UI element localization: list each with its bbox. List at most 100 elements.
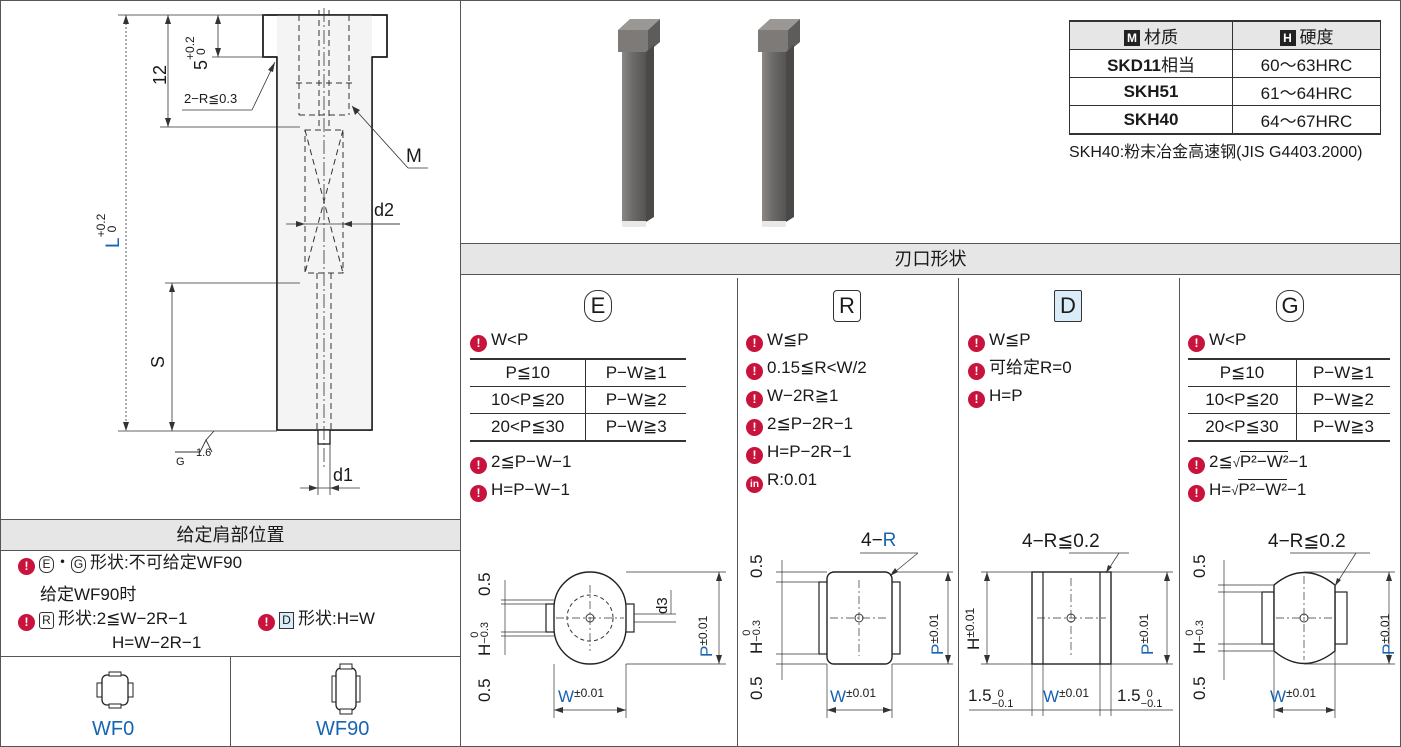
- label-d1: d1: [333, 465, 354, 485]
- shape-r-mini-badge: R: [39, 612, 54, 629]
- e-dim-05-top: 0.5: [475, 572, 494, 596]
- r-dim-05-top: 0.5: [747, 554, 766, 578]
- dim-l-tol-low: 0: [105, 225, 119, 233]
- material-suffix: 相当: [1160, 56, 1195, 75]
- shape-e-mini-badge: E: [39, 556, 54, 573]
- shape-g-cond-3: !H=√P²−W²−1: [1188, 479, 1306, 502]
- shape-r-cond-5: !H=P−2R−1: [746, 441, 852, 464]
- pin-drawing: [118, 8, 428, 495]
- alert-icon: !: [470, 485, 487, 502]
- chamfer-label: 2−R≦0.3: [184, 91, 238, 106]
- wf90-icon: [331, 663, 361, 715]
- cond-post: −1: [1287, 480, 1307, 499]
- corner-r: R: [882, 530, 897, 551]
- w-letter: W: [1270, 687, 1287, 706]
- d-dim-p: P±0.01: [1137, 614, 1158, 655]
- shape-d-cond-2: !可给定R=0: [968, 357, 1072, 380]
- e-dim-w: W±0.01: [558, 686, 604, 707]
- shape-r-cond-1: !W≦P: [746, 329, 809, 352]
- p-letter: P: [697, 645, 716, 657]
- h-tol: ±0.01: [963, 607, 977, 638]
- table-cell: P−W≧1: [585, 358, 686, 387]
- alert-icon: !: [746, 447, 763, 464]
- w-tol: ±0.01: [574, 686, 604, 700]
- h-letter: H: [1190, 641, 1209, 654]
- alert-icon: !: [18, 614, 35, 631]
- cond-text: H=P: [989, 386, 1023, 405]
- shape-d-badge: D: [1054, 290, 1082, 322]
- table-cell: P−W≧3: [585, 413, 686, 442]
- r-dim-05-bot: 0.5: [747, 676, 766, 700]
- shape-g-cond-1: !W<P: [1188, 329, 1246, 352]
- cond-post: −1: [1288, 452, 1308, 471]
- side-base: 1.5: [968, 686, 992, 705]
- cond-text: 2≦P−W−1: [491, 452, 572, 471]
- g-dim-05-top: 0.5: [1190, 554, 1209, 578]
- table-cell: P−W≧2: [585, 386, 686, 414]
- p-tol: ±0.01: [927, 613, 941, 644]
- product-photos: [618, 19, 800, 227]
- shape-r-cond-4: !2≦P−2R−1: [746, 413, 853, 436]
- shape-r-cond-2: !0.15≦R<W/2: [746, 357, 867, 380]
- shape-d-drawing: [969, 552, 1173, 716]
- shape-d-cond-1: !W≦P: [968, 329, 1031, 352]
- p-tol: ±0.01: [1137, 613, 1151, 644]
- material-row: SKH40 64〜67HRC: [1069, 105, 1381, 135]
- hardness-cell: 60〜63HRC: [1232, 49, 1381, 78]
- shape-e-cond-1: !W<P: [470, 329, 528, 352]
- r-dim-w: W±0.01: [830, 686, 876, 707]
- cond-text: R:0.01: [767, 470, 818, 489]
- r-dim-p: P±0.01: [927, 614, 948, 655]
- cond-pre: 2≦: [1209, 452, 1233, 471]
- material-note: SKH40:粉末冶金高速钢(JIS G4403.2000): [1069, 144, 1363, 161]
- roughness-g: G: [176, 456, 185, 468]
- material-row: SKD11相当 60〜63HRC: [1069, 49, 1381, 78]
- label-m: M: [406, 146, 422, 167]
- material-cell: SKH51: [1069, 77, 1233, 106]
- cond-text: W<P: [1209, 330, 1247, 349]
- w-tol: ±0.01: [1059, 686, 1089, 700]
- cond-text: 2≦P−2R−1: [767, 414, 854, 433]
- table-cell: P≦10: [1188, 358, 1297, 387]
- alert-icon: !: [258, 614, 275, 631]
- h-tol-low: −0.3: [479, 622, 491, 644]
- shoulder-text: 形状:H=W: [298, 609, 375, 628]
- e-dim-d3: d3: [654, 597, 671, 614]
- shoulder-text: 形状:2≦W−2R−1: [58, 609, 188, 628]
- d-dim-h: H±0.01: [963, 608, 984, 650]
- shoulder-line-4: H=W−2R−1: [112, 633, 202, 652]
- cond-text: 可给定R=0: [989, 358, 1072, 377]
- table-cell: P≦10: [470, 358, 587, 387]
- alert-icon: !: [1188, 485, 1205, 502]
- alert-icon: !: [968, 391, 985, 408]
- dim-l-base: L: [103, 237, 124, 248]
- shape-e-badge: E: [584, 290, 612, 322]
- material-icon: M: [1124, 30, 1140, 46]
- cond-radicand: P²−W²: [1239, 451, 1289, 471]
- shape-g-badge: G: [1276, 290, 1304, 322]
- shape-e-cond-3: !H=P−W−1: [470, 479, 570, 502]
- shape-e-drawing: [501, 571, 726, 718]
- h-letter: H: [747, 641, 766, 654]
- shape-g-drawing: [1218, 552, 1395, 718]
- side-tol-up: 0: [997, 688, 1004, 700]
- wf0-label: WF0: [92, 718, 135, 740]
- alert-icon: !: [1188, 457, 1205, 474]
- shape-d-cond-3: !H=P: [968, 385, 1023, 408]
- material-cell: SKD11相当: [1069, 49, 1233, 78]
- pin-photo-1: [618, 19, 660, 227]
- cond-text: 0.15≦R<W/2: [767, 358, 867, 377]
- shape-e-cond-2: !2≦P−W−1: [470, 451, 571, 474]
- p-letter: P: [928, 643, 947, 655]
- d-dim-w: W±0.01: [1043, 686, 1089, 707]
